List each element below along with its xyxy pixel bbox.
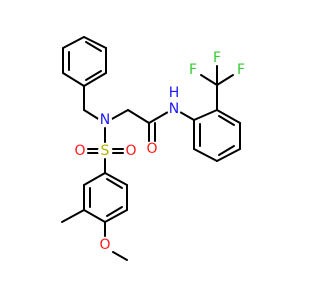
atom-label-background bbox=[124, 144, 138, 158]
bond bbox=[83, 72, 107, 87]
bond bbox=[62, 72, 85, 87]
bond bbox=[83, 36, 107, 49]
atom-symbol: O bbox=[125, 143, 136, 159]
bond bbox=[216, 148, 241, 162]
atom-symbol: N bbox=[169, 101, 179, 117]
bond bbox=[62, 36, 85, 49]
bond bbox=[109, 109, 129, 121]
bond bbox=[83, 109, 101, 121]
atom-symbol: N bbox=[100, 112, 110, 128]
bond bbox=[106, 178, 123, 189]
bond bbox=[216, 74, 234, 86]
atom-label-background bbox=[186, 63, 200, 77]
bond bbox=[218, 145, 235, 156]
atom-label-carbonyl-oxygen: O bbox=[145, 141, 159, 157]
atom-label-background bbox=[210, 51, 224, 65]
atom-symbol: F bbox=[213, 50, 221, 66]
atom-symbol: O bbox=[99, 237, 110, 253]
bond bbox=[193, 148, 218, 162]
bond bbox=[148, 111, 169, 124]
atom-label-background bbox=[98, 238, 112, 252]
bond bbox=[106, 206, 123, 217]
atom-label-fluorine-right: F bbox=[234, 62, 248, 78]
atom-label-sulfonyl-oxygen-right: O bbox=[124, 143, 138, 159]
atom-symbol: O bbox=[74, 143, 85, 159]
atom-label-amide-nitrogen: N bbox=[167, 101, 181, 117]
atom-symbol: F bbox=[237, 62, 245, 78]
bond bbox=[200, 74, 218, 86]
bond-layer bbox=[61, 36, 241, 261]
atom-label-fluorine-left: F bbox=[186, 62, 200, 78]
bond bbox=[85, 41, 102, 52]
atom-symbol: F bbox=[189, 62, 197, 78]
bond bbox=[218, 115, 235, 126]
bond bbox=[104, 209, 128, 223]
atom-label-background bbox=[167, 86, 181, 100]
bond bbox=[112, 251, 128, 261]
atom-label-background bbox=[73, 144, 87, 158]
bond bbox=[104, 172, 128, 186]
bond bbox=[85, 70, 102, 81]
bond bbox=[179, 111, 195, 121]
atom-label-background bbox=[145, 142, 159, 156]
atom-label-background bbox=[98, 113, 112, 127]
atom-symbol: H bbox=[169, 85, 180, 101]
atom-symbol: O bbox=[146, 141, 157, 157]
bond bbox=[193, 109, 218, 121]
atom-label-fluorine-top: F bbox=[210, 50, 224, 66]
atom-label-background bbox=[98, 144, 112, 158]
atom-label-sulfonamide-nitrogen: N bbox=[98, 112, 112, 128]
atom-label-sulfur: S bbox=[98, 143, 112, 159]
atom-label-background bbox=[234, 63, 248, 77]
atom-label-sulfonyl-oxygen-left: O bbox=[73, 143, 87, 159]
bond bbox=[83, 209, 106, 223]
bond bbox=[61, 209, 85, 223]
bond bbox=[216, 109, 241, 124]
atom-label-background bbox=[167, 102, 181, 116]
atom-label-amide-hydrogen: H bbox=[167, 85, 181, 101]
atom-symbol: S bbox=[101, 143, 110, 159]
atom-label-methoxy-oxygen: O bbox=[98, 237, 112, 253]
bond bbox=[127, 109, 150, 124]
bond bbox=[83, 172, 106, 186]
